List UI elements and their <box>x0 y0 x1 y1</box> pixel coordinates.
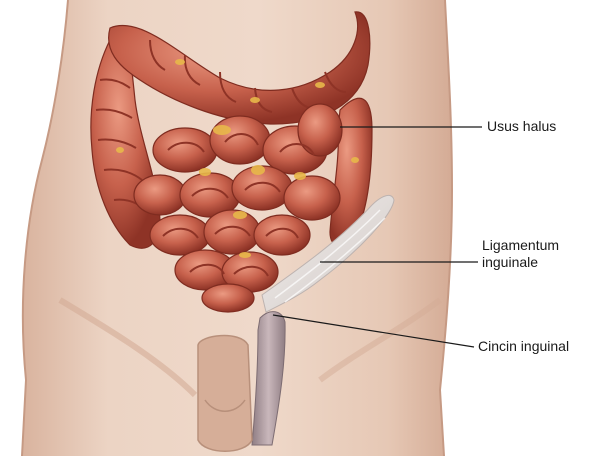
genitalia <box>198 336 252 452</box>
label-ligamentum-line1: Ligamentum <box>482 237 559 254</box>
label-usus-halus: Usus halus <box>487 118 556 135</box>
label-ligamentum-line2: inguinale <box>482 254 559 271</box>
label-cincin-inguinal: Cincin inguinal <box>478 338 569 355</box>
label-ligamentum-inguinale: Ligamentum inguinale <box>482 237 559 271</box>
